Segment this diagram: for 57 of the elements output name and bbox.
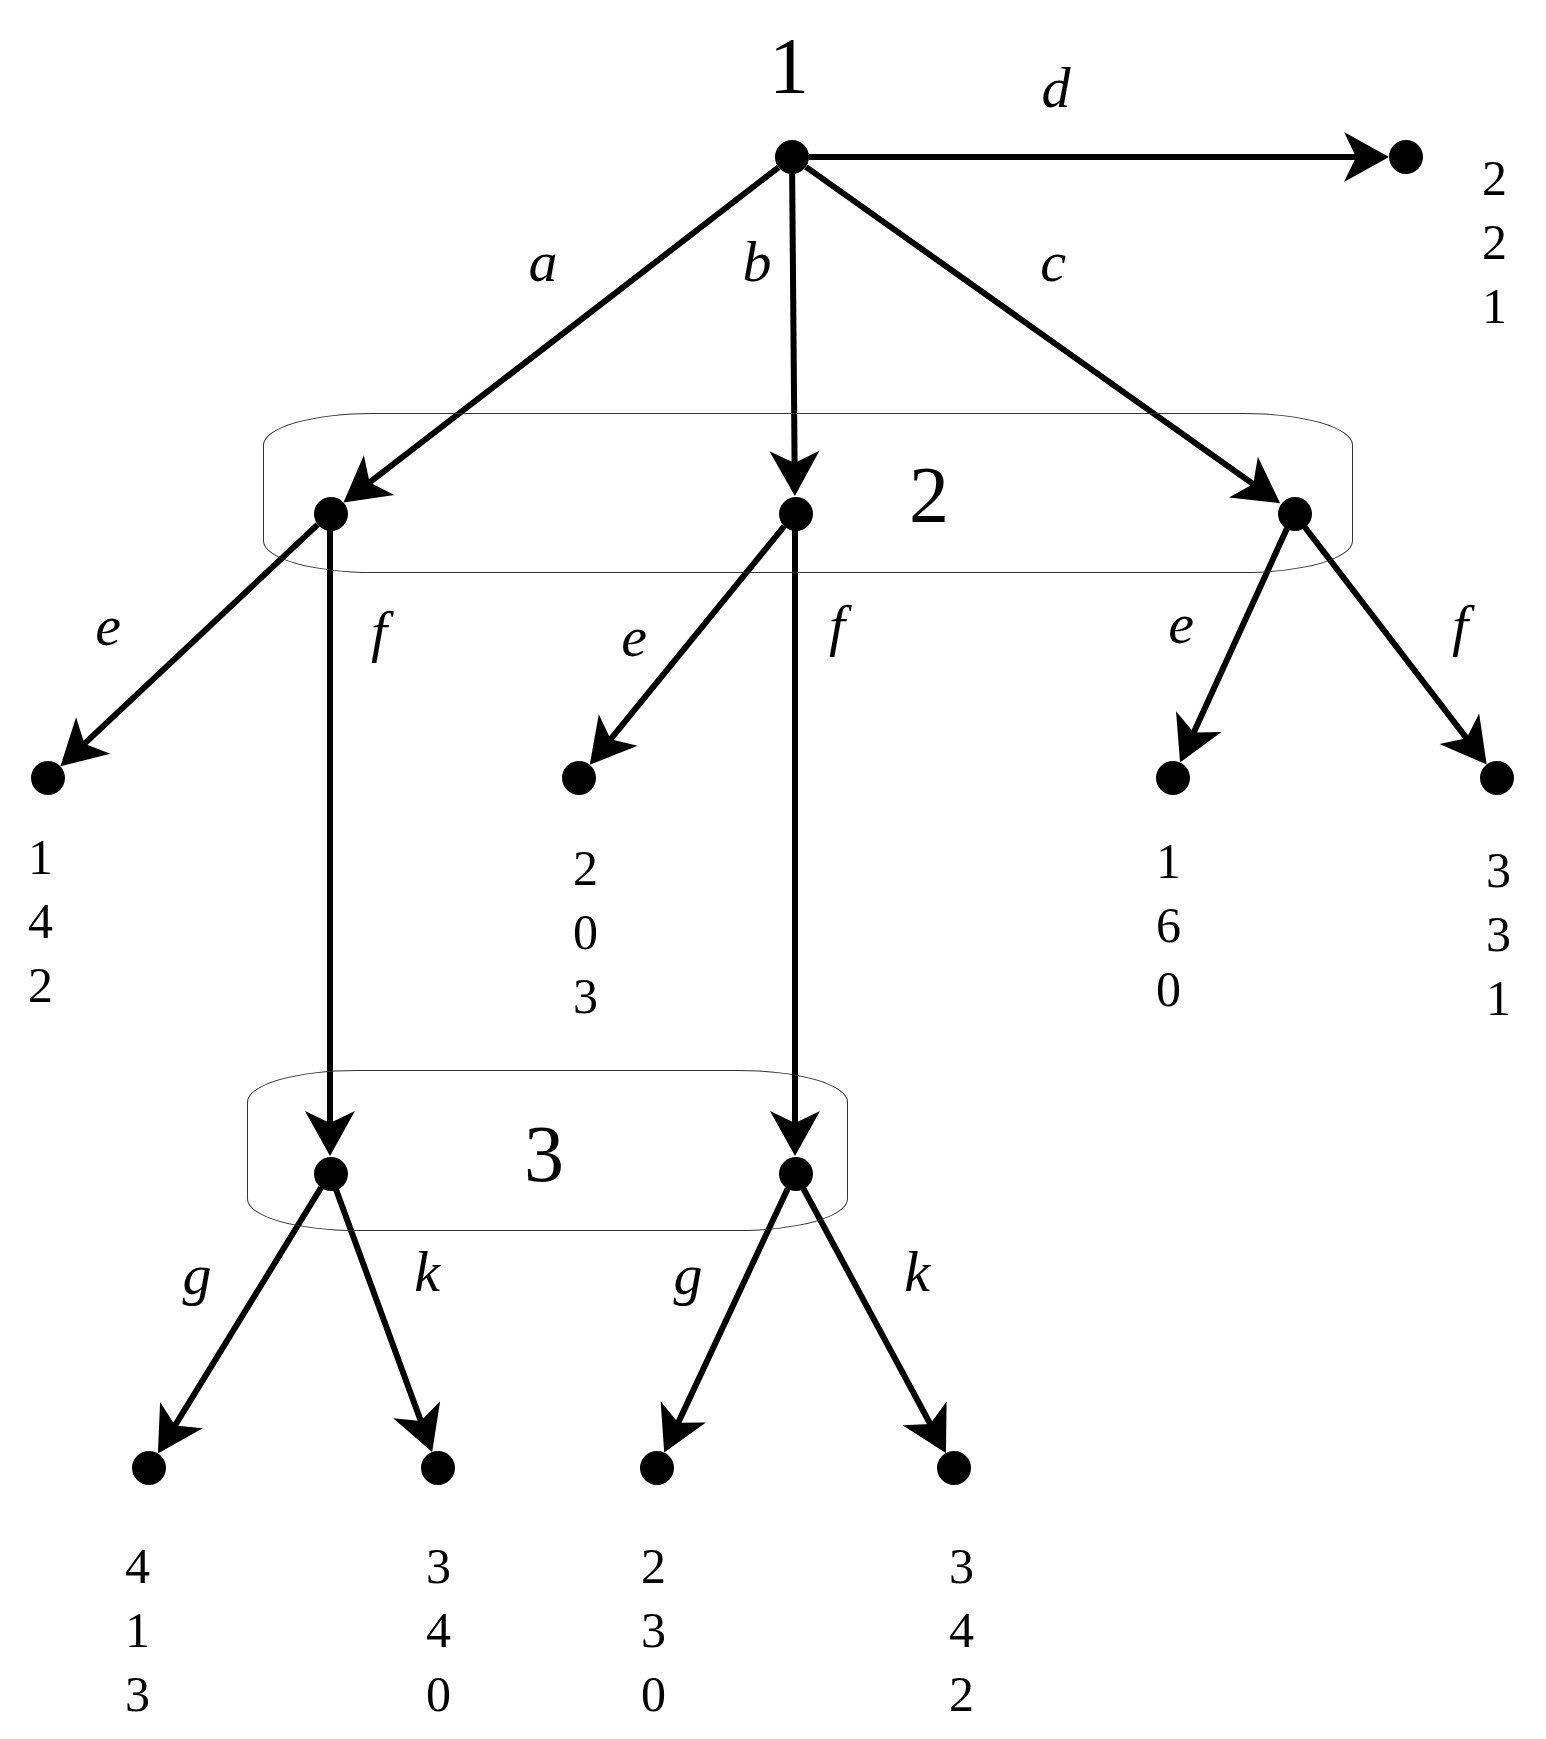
information-set-outline: [263, 413, 1353, 573]
node-dot: [937, 1451, 971, 1485]
node-dot: [314, 1157, 348, 1191]
arrow: [660, 1187, 791, 1453]
arrow: [769, 173, 820, 496]
arrow: [333, 1187, 441, 1453]
player-label: 2: [909, 455, 949, 535]
arrow: [1176, 527, 1290, 763]
edge-label: g: [672, 1240, 704, 1309]
node-dot: [640, 1451, 674, 1485]
arrow: [809, 132, 1389, 182]
arrow: [305, 530, 355, 1156]
node-dot: [779, 497, 813, 531]
node-dot: [132, 1451, 166, 1485]
payoff-label: 1 4 2: [28, 828, 54, 1015]
payoff-label: 2 2 1: [1482, 149, 1508, 336]
node-dot: [1480, 761, 1514, 795]
node-dot: [31, 761, 65, 795]
edge-label: f: [819, 589, 855, 663]
edge-label: k: [903, 1237, 932, 1306]
edge-label: e: [620, 602, 648, 671]
edge-label: a: [527, 227, 559, 296]
payoff-label: 3 4 0: [426, 1537, 452, 1724]
payoff-label: 2 0 3: [573, 839, 599, 1026]
edge-label: f: [1442, 589, 1478, 663]
node-dot: [1156, 761, 1190, 795]
edge-label: c: [1039, 227, 1067, 296]
payoff-label: 1 6 0: [1156, 832, 1182, 1019]
node-dot: [421, 1451, 455, 1485]
edge-label: e: [94, 591, 122, 660]
edge-label: e: [1167, 589, 1195, 658]
player-label: 1: [769, 26, 809, 106]
node-dot: [779, 1157, 813, 1191]
arrow: [804, 164, 1281, 504]
arrow: [157, 1185, 324, 1454]
edge-label: b: [741, 227, 773, 296]
payoff-label: 2 3 0: [641, 1537, 667, 1724]
edge-label: g: [181, 1240, 213, 1309]
arrow: [800, 1186, 947, 1454]
arrow: [589, 524, 787, 765]
edge-label: k: [413, 1237, 442, 1306]
edge-label: d: [1040, 53, 1072, 122]
arrow: [770, 530, 820, 1156]
node-dot: [562, 761, 596, 795]
edge-label: f: [361, 595, 397, 669]
arrow: [1301, 524, 1487, 765]
player-label: 3: [524, 1114, 564, 1194]
arrow: [343, 165, 781, 503]
node-dot: [775, 140, 809, 174]
arrow: [60, 522, 320, 767]
payoff-label: 3 3 1: [1486, 841, 1512, 1028]
payoff-label: 3 4 2: [949, 1537, 975, 1724]
payoff-label: 4 1 3: [125, 1537, 151, 1724]
node-dot: [1278, 497, 1312, 531]
node-dot: [1389, 140, 1423, 174]
information-set-outline: [247, 1070, 848, 1231]
node-dot: [314, 497, 348, 531]
